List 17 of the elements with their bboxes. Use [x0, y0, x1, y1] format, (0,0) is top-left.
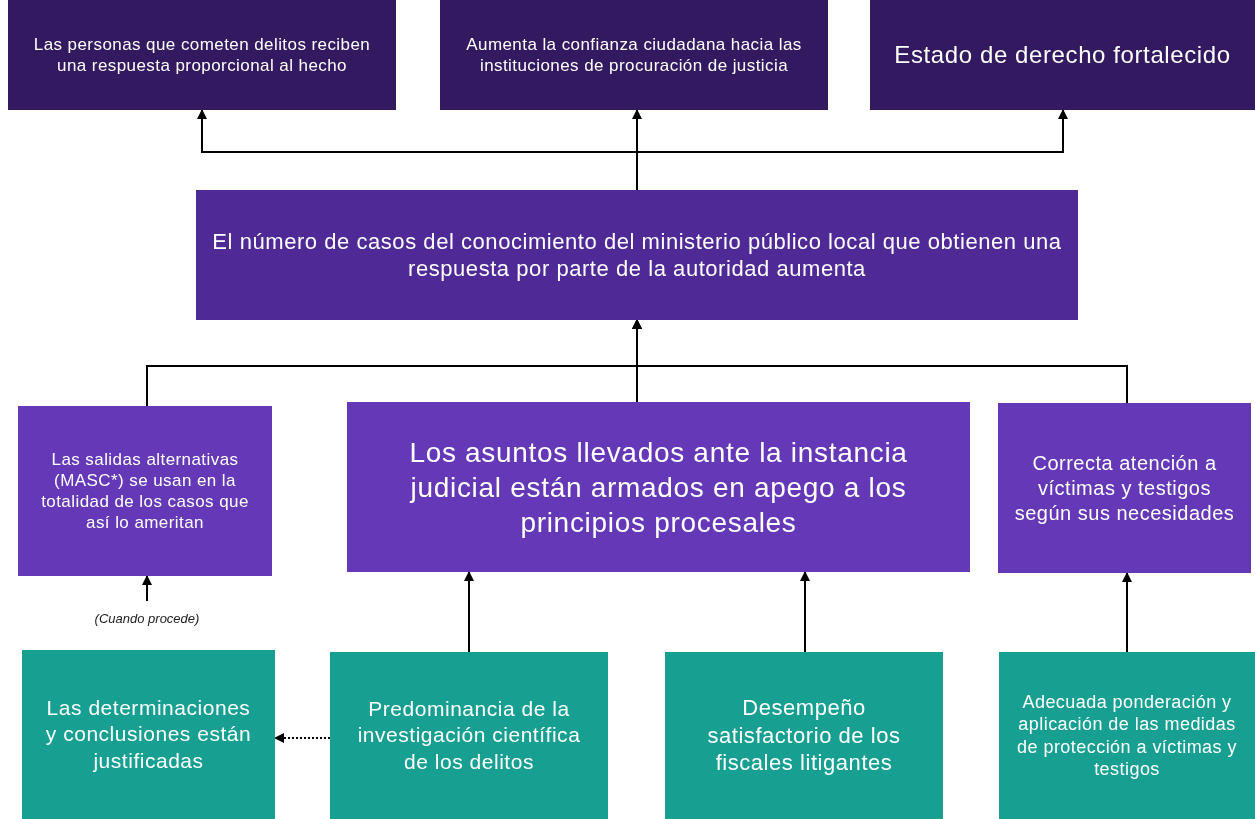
outcome-box: Estado de derecho fortalecido — [870, 0, 1255, 110]
outcome-box: El número de casos del conocimiento del ministerio público local que obtienen una respuesta por parte de la autoridad aumenta — [196, 190, 1078, 320]
arrow — [632, 319, 1128, 404]
outcome-box: Las personas que cometen delitos reciben una respuesta proporcional al hecho — [8, 0, 396, 110]
arrow — [800, 571, 810, 653]
outcome-box: Los asuntos llevados ante la instancia judicial están armados en apego a los principios procesales — [347, 402, 970, 572]
outcome-box: Aumenta la confianza ciudadana hacia las instituciones de procuración de justicia — [440, 0, 828, 110]
arrow — [1122, 572, 1132, 653]
outcome-box: Las determinaciones y conclusiones están justificadas — [22, 650, 275, 819]
outcome-box: Desempeño satisfactorio de los fiscales litigantes — [665, 652, 943, 819]
arrow — [142, 575, 152, 602]
outcome-box: Las salidas alternativas (MASC*) se usan en la totalidad de los casos que así lo ameritan — [18, 406, 272, 576]
outcome-box: Adecuada ponderación y aplicación de las medidas de protección a víctimas y testigos — [999, 652, 1255, 819]
outcome-box: Predominancia de la investigación científica de los delitos — [330, 652, 608, 819]
arrow — [274, 733, 331, 743]
outcome-box: Correcta atención a víctimas y testigos según sus necesidades — [998, 403, 1251, 573]
arrow — [464, 571, 474, 653]
